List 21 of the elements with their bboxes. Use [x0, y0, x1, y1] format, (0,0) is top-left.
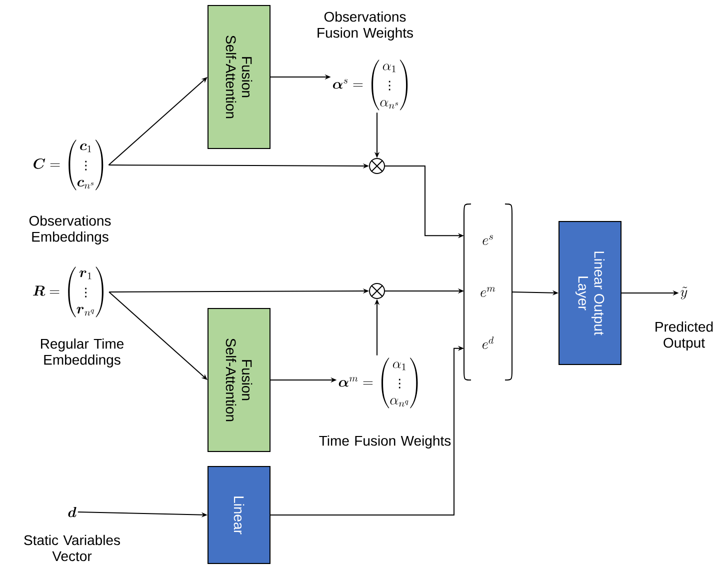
node-label: Regular Time Embeddings: [41, 338, 124, 368]
arrow: [108, 292, 208, 380]
multiply-symbol: [369, 283, 385, 299]
node-label: Predicted Output: [656, 321, 713, 351]
arrow: [108, 77, 208, 166]
attention-box: Fusion Self-Attention: [208, 308, 270, 452]
formula: $\boldsymbol{\alpha}^m=\begin{pmatrix}\alpha_1\\ \vdots\\ \alpha_{n^q}\end{pmatrix}$: [338, 358, 418, 408]
linear-layer-box: Linear: [208, 466, 270, 564]
formula: $\boldsymbol{\alpha}^s=\begin{pmatrix}\alpha_1\\ \vdots\\ \alpha_{n^s}\end{pmatrix}$: [332, 60, 408, 110]
node-label: Static Variables Vector: [24, 534, 120, 562]
node-label: Observations Fusion Weights: [318, 11, 413, 41]
node-label: Time Fusion Weights: [319, 435, 451, 449]
formula: $\tilde{y}$: [680, 286, 688, 300]
node-label: Observations Embeddings: [29, 215, 111, 245]
concatenated-vector: $e^s$ $e^m$ $e^d$: [464, 204, 512, 380]
linear-layer-box: Linear Output Layer: [558, 221, 622, 365]
multiply-symbol: [369, 158, 385, 174]
formula: $\boldsymbol{R}=\begin{pmatrix}\boldsymbol{r}_1\\ \vdots\\ \boldsymbol{r}_{n^q}\end{pmatrix}$: [33, 266, 104, 318]
formula: $\boldsymbol{C}=\begin{pmatrix}\boldsymbol{c}_1\\ \vdots\\ \boldsymbol{c}_{n^s}\end{pmatrix}$: [34, 140, 104, 190]
formula: $\boldsymbol{d}$: [68, 507, 76, 518]
attention-box: Fusion Self-Attention: [208, 5, 270, 149]
